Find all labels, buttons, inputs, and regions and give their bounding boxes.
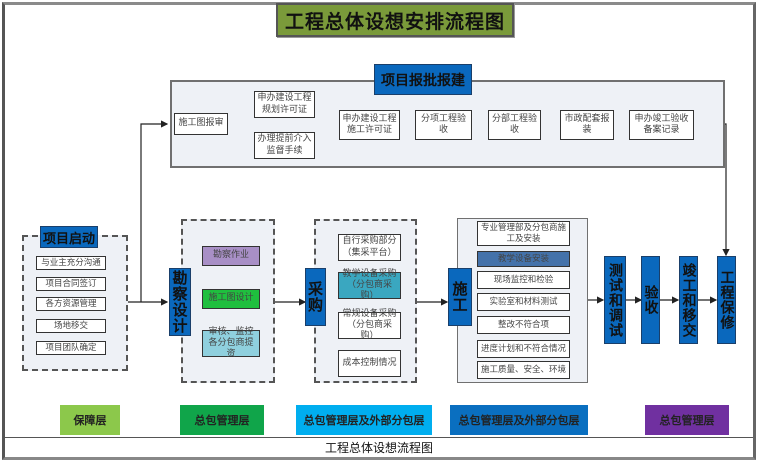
stage-testing-commissioning: 测试和调试 [604,256,626,344]
construction-item: 整改不符合项 [477,316,570,334]
legend-support-layer: 保障层 [60,405,120,435]
construction-item: 实验室和材料测试 [477,293,570,311]
procurement-header: 采购 [305,268,326,326]
approval-header: 项目报批报建 [374,64,472,95]
stage-acceptance: 验收 [641,256,660,344]
procurement-item: 成本控制情况 [338,350,401,377]
legend-gc-and-subcontract-dark: 总包管理层及外部分包层 [450,405,588,435]
procurement-item: 自行采购部分（集采平台） [338,234,401,261]
construction-item-teaching-install: 教学设备安装 [477,251,570,267]
step-completion-record: 申办竣工验收备案记录 [629,110,694,140]
construction-item: 进度计划和不符合情况 [477,340,570,358]
construction-item: 施工质量、安全、环境 [477,361,570,379]
survey-item-review-monitor: 审核、监控各分包商提资 [202,327,260,359]
step-construction-permit: 申办建设工程施工许可证 [339,110,400,140]
legend-gc-and-subcontract: 总包管理层及外部分包层 [296,405,432,435]
step-utility-application: 市政配套报装 [560,110,614,140]
figure-caption: 工程总体设想流程图 [5,437,753,457]
startup-item: 各方资源管理 [36,297,106,311]
step-subitem-acceptance: 分项工程验收 [415,110,472,140]
stage-completion-handover: 竣工和移交 [679,256,698,344]
survey-item-surveying: 勘察作业 [202,246,260,266]
procurement-item-teaching-equipment: 教学设备采购（分包商采购） [338,269,401,301]
startup-item: 与业主充分沟通 [36,256,106,270]
survey-item-drawing-design: 施工图设计 [202,289,260,309]
legend-gc-management-purple: 总包管理层 [645,405,729,435]
construction-item: 专业管理部及分包商施工及安装 [477,221,570,246]
step-early-supervision: 办理提前介入监督手续 [254,132,315,159]
legend-gc-management: 总包管理层 [180,405,264,435]
step-division-acceptance: 分部工程验收 [488,110,541,140]
survey-header: 勘察设计 [169,268,191,336]
stage-warranty: 工程保修 [717,256,736,344]
construction-item: 现场监控和检验 [477,271,570,289]
startup-item: 项目团队确定 [36,341,106,355]
step-drawing-review: 施工图报审 [174,113,228,135]
startup-item: 场地移交 [36,319,106,333]
startup-header: 项目启动 [40,226,98,248]
diagram-title: 工程总体设想安排流程图 [276,3,514,37]
construction-header: 施工 [448,268,472,326]
procurement-item: 常规设备采购（分包商采购） [338,309,401,341]
startup-item: 项目合同签订 [36,277,106,291]
step-planning-permit: 申办建设工程规划许可证 [254,91,315,118]
